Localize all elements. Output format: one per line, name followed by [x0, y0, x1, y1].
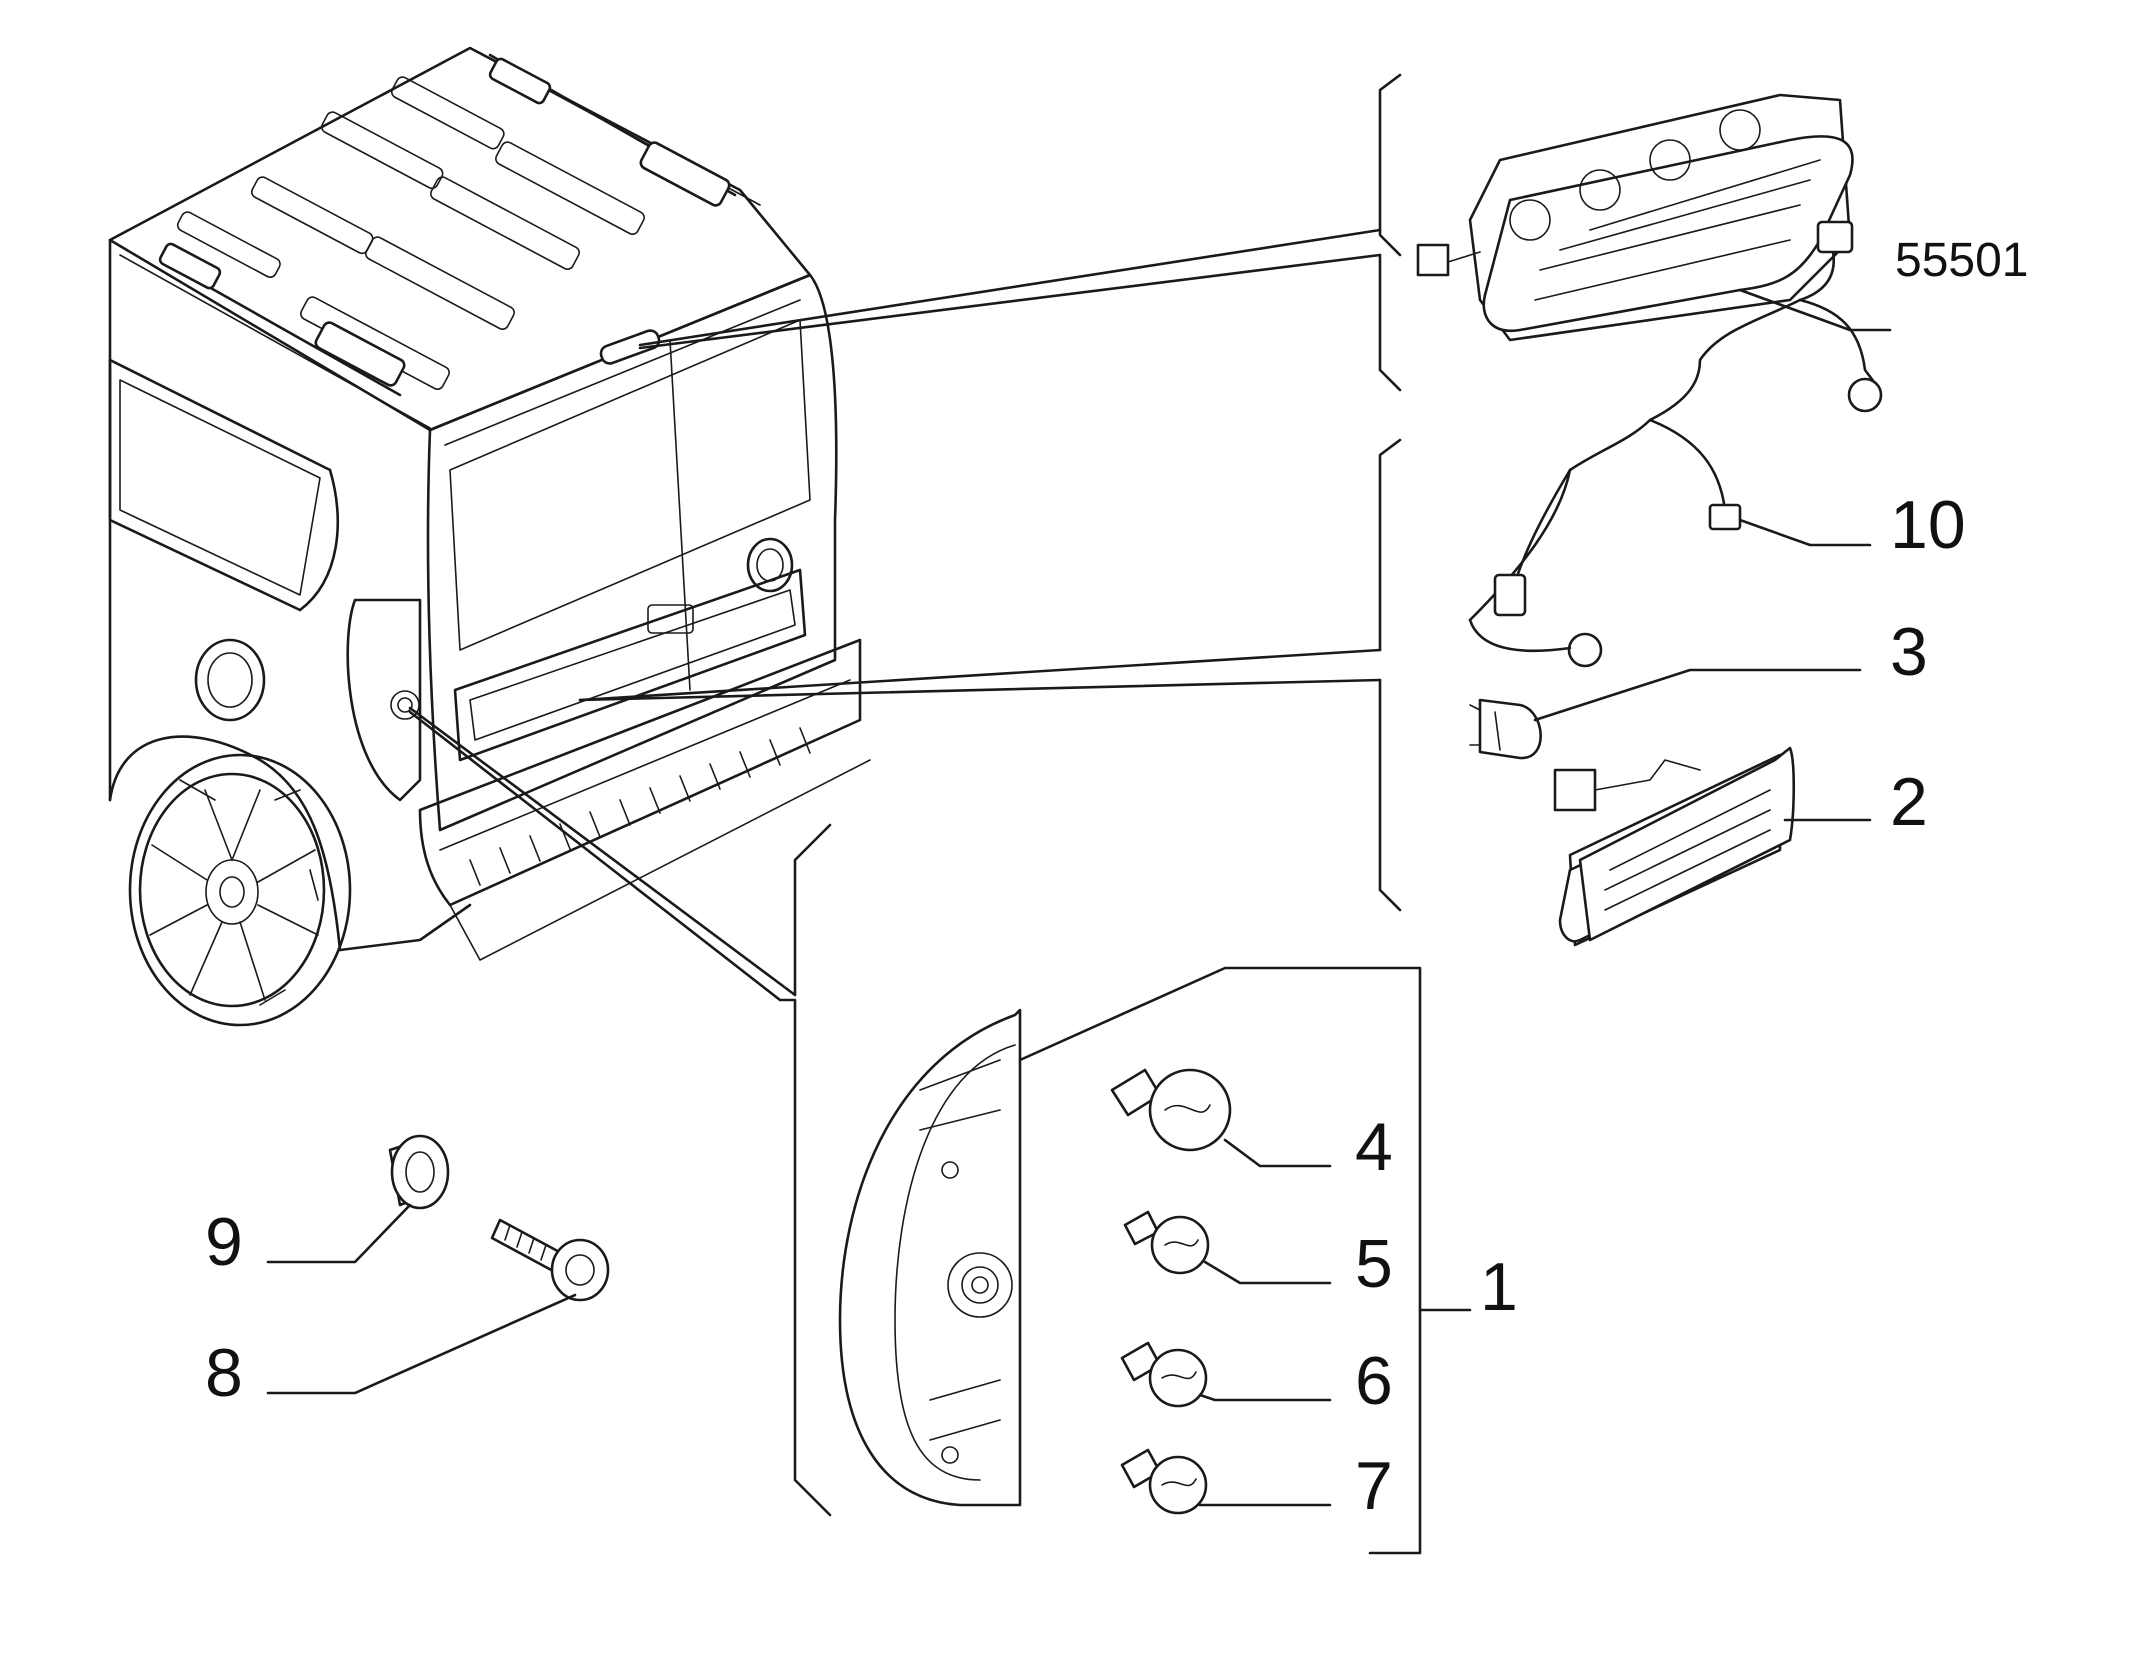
brake-light-lens-pattern [1534, 159, 1821, 301]
part-tail-light [838, 1008, 1022, 1507]
part-bulb-7 [1120, 1448, 1208, 1515]
van-illustration [108, 46, 871, 1027]
callout-4: 4 [1355, 1109, 1393, 1185]
rear-wheel [128, 753, 352, 1027]
callout-9: 9 [205, 1204, 243, 1280]
callout-1: 1 [1480, 1249, 1518, 1325]
leader-lines [408, 73, 1402, 1517]
callout-2: 2 [1890, 764, 1928, 840]
part-third-brake-light [1416, 93, 1854, 342]
part-bulb-4 [1110, 1068, 1232, 1152]
part-wiring-harness [1468, 220, 1883, 668]
part-license-plate-lamp [1553, 746, 1796, 947]
callout-5: 5 [1355, 1226, 1393, 1302]
callout-7: 7 [1355, 1448, 1393, 1524]
license-lamp-lens-pattern [1604, 789, 1771, 911]
brake-light-bulb-sockets [1509, 109, 1761, 241]
part-grommet [388, 1134, 450, 1210]
part-bulb-5 [1123, 1210, 1210, 1275]
callout-3: 3 [1890, 614, 1928, 690]
callout-8: 8 [205, 1335, 243, 1411]
callout-10: 10 [1890, 487, 1966, 563]
part-wedge-bulb [1469, 698, 1542, 760]
bumper-ribs [469, 727, 811, 886]
roof-slats [176, 76, 645, 390]
callout-6: 6 [1355, 1343, 1393, 1419]
part-screw [490, 1218, 610, 1302]
part-bulb-6 [1120, 1341, 1208, 1408]
callout-55501: 55501 [1895, 234, 2028, 287]
